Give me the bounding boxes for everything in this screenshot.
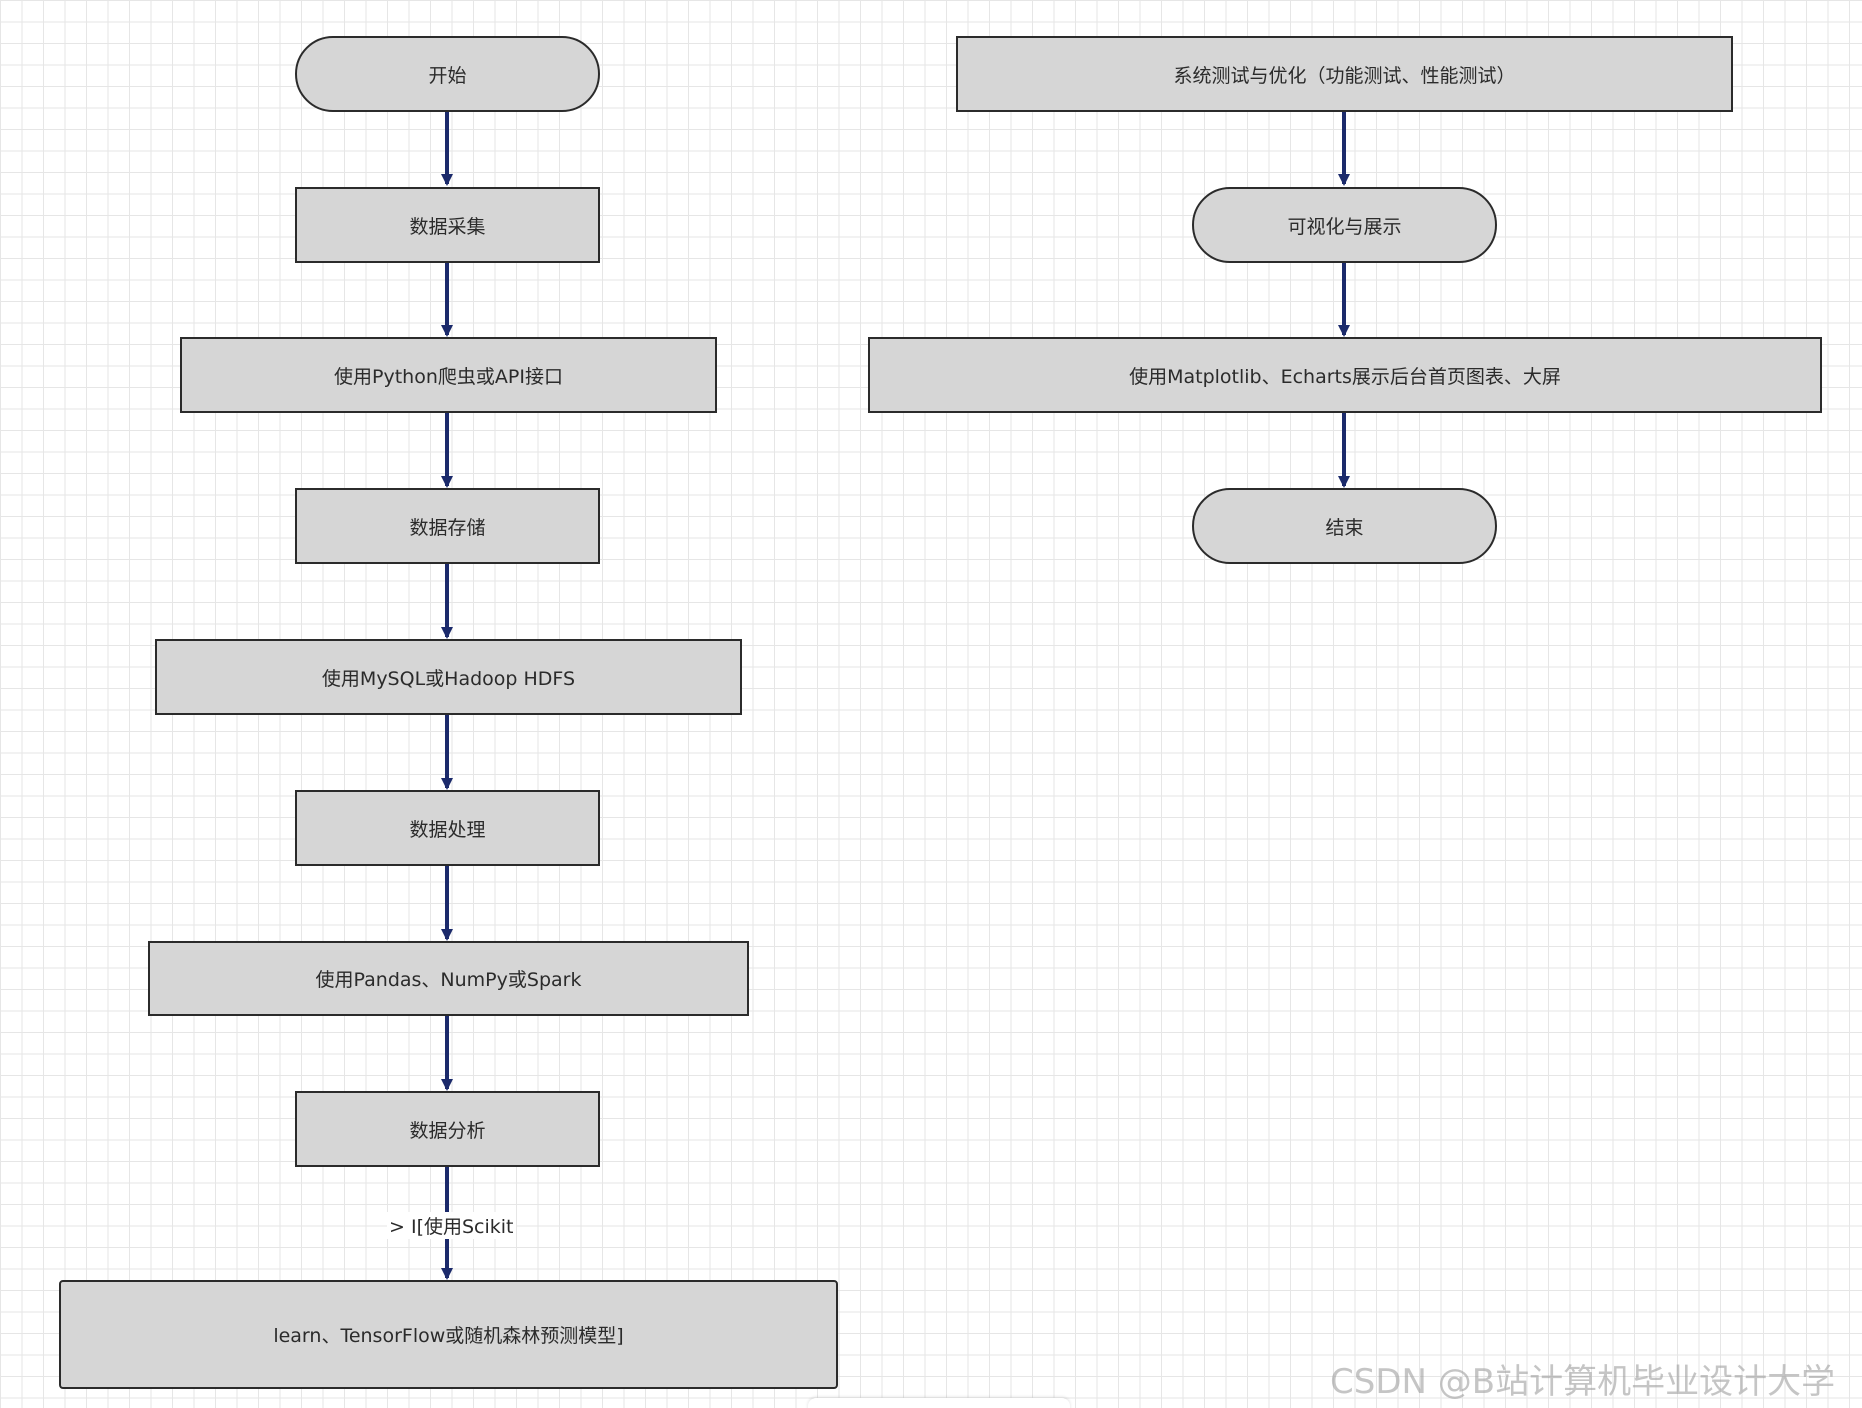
node-end[interactable]: 结束 (1192, 488, 1497, 564)
edge-label-analysis: > I[使用Scikit (387, 1212, 516, 1239)
csdn-watermark: CSDN @B站计算机毕业设计大学 (1330, 1362, 1836, 1402)
node-data-processing[interactable]: 数据处理 (295, 790, 600, 866)
node-visualization-method-label: 使用Matplotlib、Echarts展示后台首页图表、大屏 (1129, 365, 1561, 388)
node-data-storage[interactable]: 数据存储 (295, 488, 600, 564)
node-visualization-label: 可视化与展示 (1287, 215, 1402, 238)
node-collection-method[interactable]: 使用Python爬虫或API接口 (180, 337, 717, 413)
node-analysis-method[interactable]: learn、TensorFlow或随机森林预测模型] (59, 1280, 838, 1389)
node-storage-method[interactable]: 使用MySQL或Hadoop HDFS (155, 639, 742, 715)
node-start[interactable]: 开始 (295, 36, 600, 112)
node-data-analysis[interactable]: 数据分析 (295, 1091, 600, 1167)
node-analysis-method-label: learn、TensorFlow或随机森林预测模型] (273, 1325, 624, 1347)
node-system-testing[interactable]: 系统测试与优化（功能测试、性能测试） (956, 36, 1733, 112)
node-data-analysis-label: 数据分析 (409, 1119, 486, 1142)
node-data-collection[interactable]: 数据采集 (295, 187, 600, 263)
node-data-collection-label: 数据采集 (409, 215, 486, 238)
node-processing-method[interactable]: 使用Pandas、NumPy或Spark (148, 941, 749, 1016)
node-visualization-method[interactable]: 使用Matplotlib、Echarts展示后台首页图表、大屏 (868, 337, 1822, 413)
node-system-testing-label: 系统测试与优化（功能测试、性能测试） (1173, 64, 1516, 87)
node-storage-method-label: 使用MySQL或Hadoop HDFS (321, 667, 576, 690)
node-data-storage-label: 数据存储 (409, 516, 486, 539)
node-visualization[interactable]: 可视化与展示 (1192, 187, 1497, 263)
node-collection-method-label: 使用Python爬虫或API接口 (334, 365, 563, 388)
node-processing-method-label: 使用Pandas、NumPy或Spark (315, 969, 582, 991)
bottom-panel-tab[interactable] (808, 1398, 1070, 1408)
node-start-label: 开始 (428, 64, 467, 87)
node-end-label: 结束 (1325, 516, 1364, 539)
node-data-processing-label: 数据处理 (409, 818, 486, 841)
